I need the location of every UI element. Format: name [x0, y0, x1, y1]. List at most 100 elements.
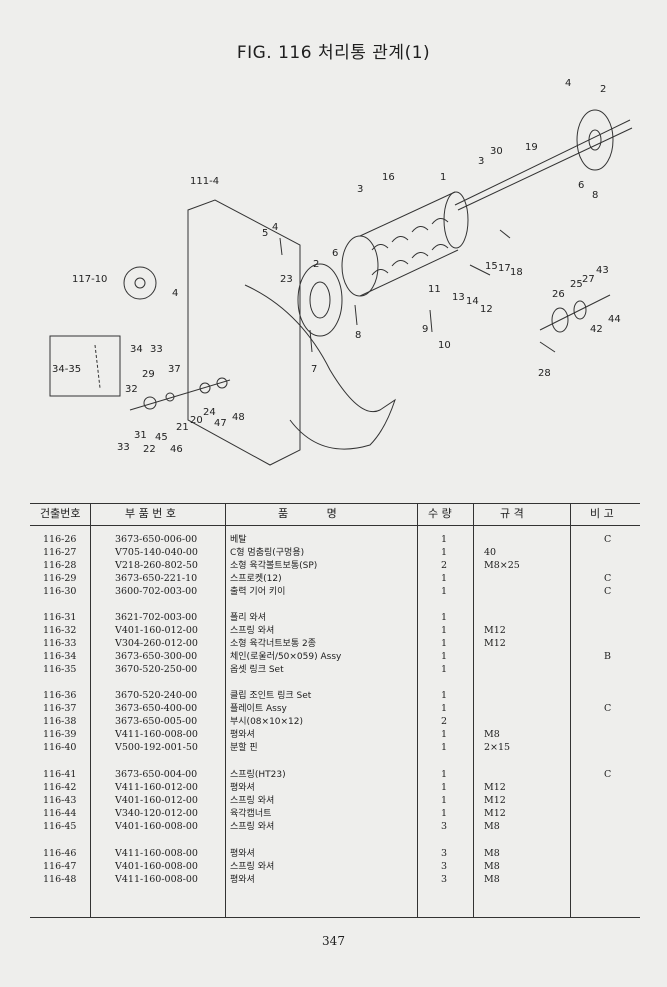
svg-text:14: 14: [466, 296, 479, 307]
cell-part: V500-192-001-50: [115, 742, 198, 753]
cell-name: 스프링 와셔: [230, 796, 275, 806]
cell-qty: 1: [441, 795, 448, 806]
cell-no: 116-33: [43, 638, 77, 649]
svg-text:4: 4: [272, 222, 278, 233]
cell-note: C: [604, 573, 612, 584]
header-no: 건출번호: [40, 507, 81, 520]
svg-text:7: 7: [311, 364, 317, 375]
cell-qty: 1: [441, 625, 448, 636]
pulley-right: [576, 109, 614, 171]
cell-no: 116-34: [43, 651, 77, 662]
cell-name: 분할 핀: [230, 743, 258, 753]
cell-spec: M12: [484, 808, 506, 819]
cell-part: 3673-650-400-00: [115, 703, 198, 714]
cell-no: 116-42: [43, 782, 77, 793]
cell-no: 116-28: [43, 560, 77, 571]
cell-qty: 3: [441, 874, 448, 885]
cell-qty: 1: [441, 742, 448, 753]
cell-name: 평와셔: [230, 730, 255, 740]
cell-spec: M12: [484, 795, 506, 806]
svg-text:48: 48: [232, 412, 245, 423]
svg-text:33: 33: [150, 344, 163, 355]
cell-qty: 3: [441, 821, 448, 832]
cell-no: 116-47: [43, 861, 77, 872]
svg-text:45: 45: [155, 432, 168, 443]
cell-qty: 3: [441, 848, 448, 859]
svg-text:37: 37: [168, 364, 181, 375]
svg-text:20: 20: [190, 415, 203, 426]
cell-qty: 1: [441, 729, 448, 740]
svg-text:44: 44: [608, 314, 621, 325]
cell-no: 116-35: [43, 664, 77, 675]
header-part-name: 품 명: [278, 507, 337, 520]
cell-no: 116-46: [43, 848, 77, 859]
header-note: 비 고: [590, 507, 614, 520]
cell-spec: 2×15: [484, 742, 511, 753]
svg-text:22: 22: [143, 444, 156, 455]
frame-plate: [187, 199, 301, 466]
svg-text:1: 1: [440, 172, 446, 183]
cell-spec: M8×25: [484, 560, 520, 571]
cell-no: 116-43: [43, 795, 77, 806]
cell-name: 스프링 와셔: [230, 822, 275, 832]
cell-name: 옵셋 링크 Set: [230, 665, 284, 675]
cell-note: C: [604, 703, 612, 714]
cell-name: C형 멈춤링(구멍용): [230, 548, 305, 558]
svg-text:43: 43: [596, 265, 609, 276]
cell-part: 3673-650-005-00: [115, 716, 198, 727]
cell-spec: M12: [484, 625, 506, 636]
svg-text:6: 6: [578, 180, 584, 191]
svg-text:2: 2: [600, 84, 606, 95]
cell-name: 스프링 와셔: [230, 626, 275, 636]
cell-name: 스프로켓(12): [230, 574, 282, 584]
svg-text:117-10: 117-10: [72, 274, 107, 285]
header-quantity: 수 량: [428, 507, 452, 520]
svg-text:8: 8: [592, 190, 598, 201]
cell-spec: M12: [484, 638, 506, 649]
cell-qty: 1: [441, 573, 448, 584]
svg-text:4: 4: [565, 78, 571, 89]
cell-qty: 1: [441, 703, 448, 714]
cell-name: 육각캡너트: [230, 809, 272, 819]
cell-spec: M8: [484, 729, 500, 740]
cell-part: V401-160-008-00: [115, 861, 198, 872]
svg-text:2: 2: [313, 259, 319, 270]
cell-spec: M8: [484, 861, 500, 872]
cell-name: 스프링(HT23): [230, 770, 286, 780]
svg-text:46: 46: [170, 444, 183, 455]
cell-name: 부시(08×10×12): [230, 717, 304, 727]
header-part-number: 부 품 번 호: [125, 507, 176, 520]
svg-text:8: 8: [355, 330, 361, 341]
svg-text:13: 13: [452, 292, 465, 303]
cell-spec: 40: [484, 547, 497, 558]
cell-name: 클립 조인트 링크 Set: [230, 691, 312, 701]
cell-qty: 1: [441, 808, 448, 819]
svg-text:12: 12: [480, 304, 493, 315]
cell-part: 3673-650-006-00: [115, 534, 198, 545]
cell-part: 3673-650-221-10: [115, 573, 198, 584]
parts-table: [30, 503, 640, 918]
cell-note: C: [604, 769, 612, 780]
cell-qty: 1: [441, 534, 448, 545]
cell-part: V218-260-802-50: [115, 560, 198, 571]
cell-no: 116-29: [43, 573, 77, 584]
shaft: [454, 119, 633, 211]
svg-text:3: 3: [357, 184, 363, 195]
svg-text:15: 15: [485, 261, 498, 272]
svg-text:47: 47: [214, 418, 227, 429]
svg-text:30: 30: [490, 146, 503, 157]
cell-note: C: [604, 586, 612, 597]
